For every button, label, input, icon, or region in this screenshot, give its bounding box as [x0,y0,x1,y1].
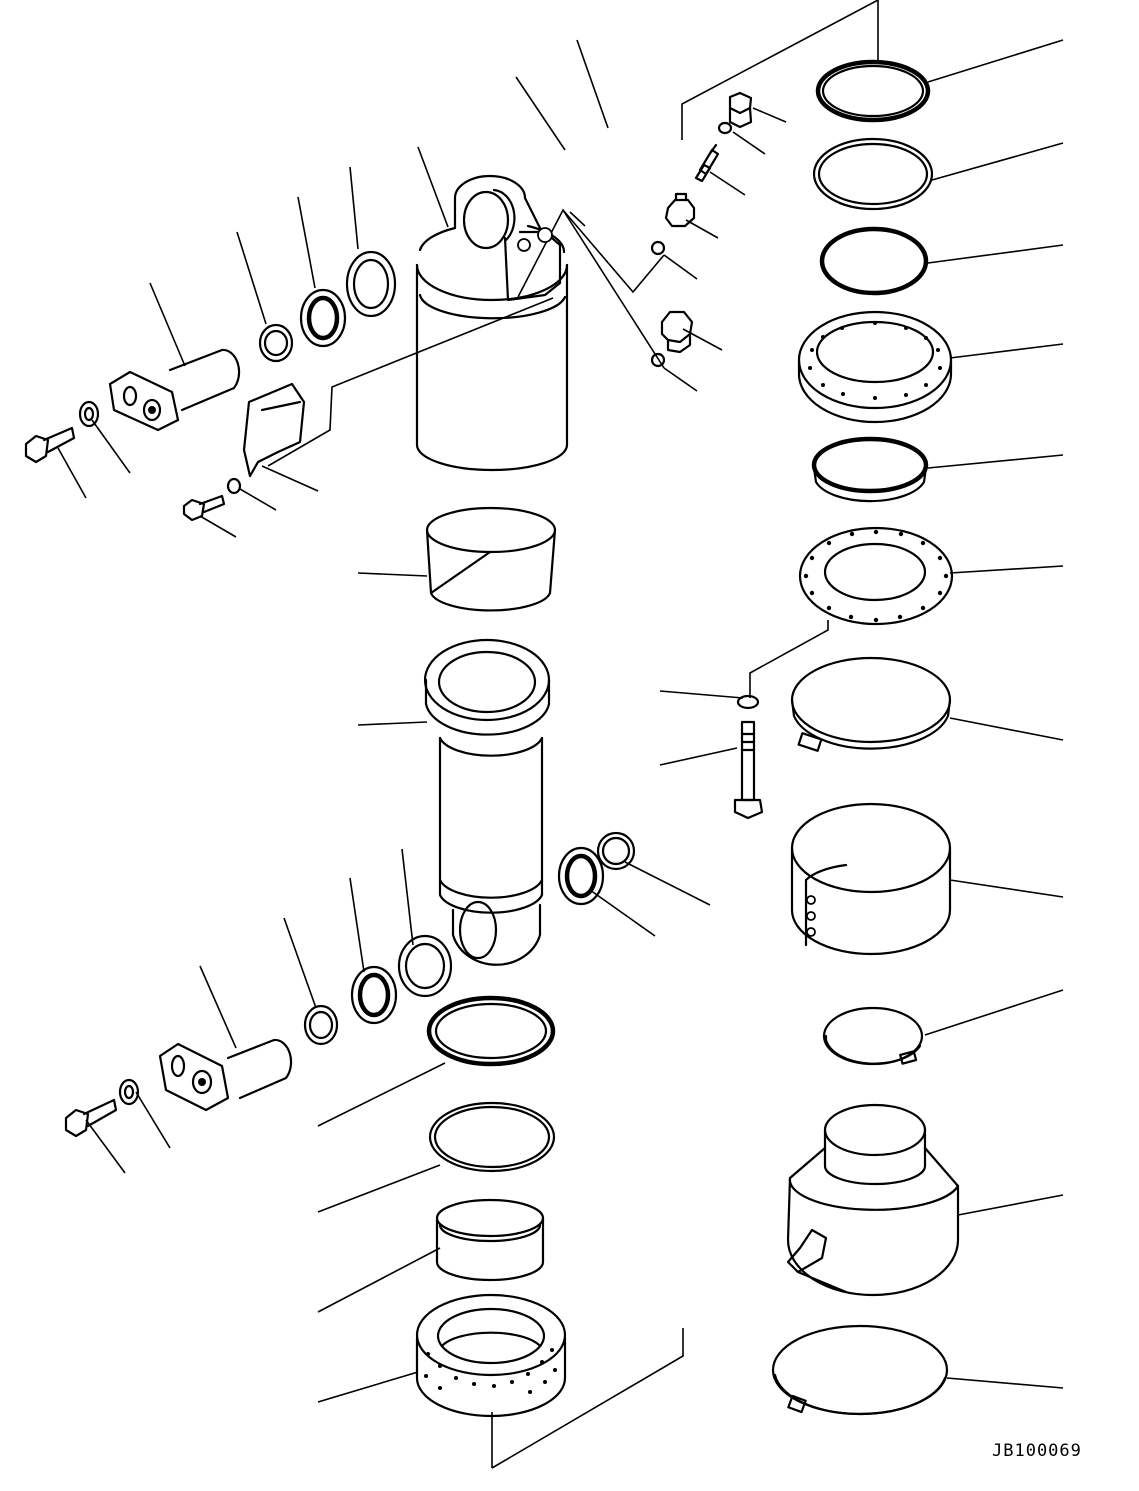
boot-cover [786,1103,960,1297]
bracket-plate [242,382,306,478]
rod-seals-lower [557,831,636,906]
bolt-long [733,694,764,820]
clamp-band [790,656,952,752]
gasket-plate [798,526,954,626]
lower-o-ring [426,995,556,1067]
lower-backup-ring [428,1101,556,1173]
seal-ring [819,226,929,296]
upper-pin-assembly [108,250,397,432]
lower-bushing [435,1198,545,1282]
leader-lines [57,0,1064,1469]
flange-bolt-holes [808,321,942,400]
hose-clamp-large [771,1324,949,1416]
cover-sleeve [790,802,952,956]
figure-code: JB100069 [992,1441,1082,1461]
upper-bolt [24,400,100,464]
cylinder-housing [415,174,569,472]
lower-pin-assembly [158,934,453,1112]
backup-ring [812,137,934,211]
hose-clamp-small [822,1006,924,1066]
wear-ring [811,436,929,503]
cylinder-head-nut [415,1293,567,1418]
piston-sleeve [425,506,557,612]
o-ring-top [815,59,931,123]
lower-bolt [64,1078,140,1138]
fittings-group [650,91,753,368]
small-bolt [182,477,242,522]
flange-ring [797,310,953,424]
piston-rod [423,638,551,966]
